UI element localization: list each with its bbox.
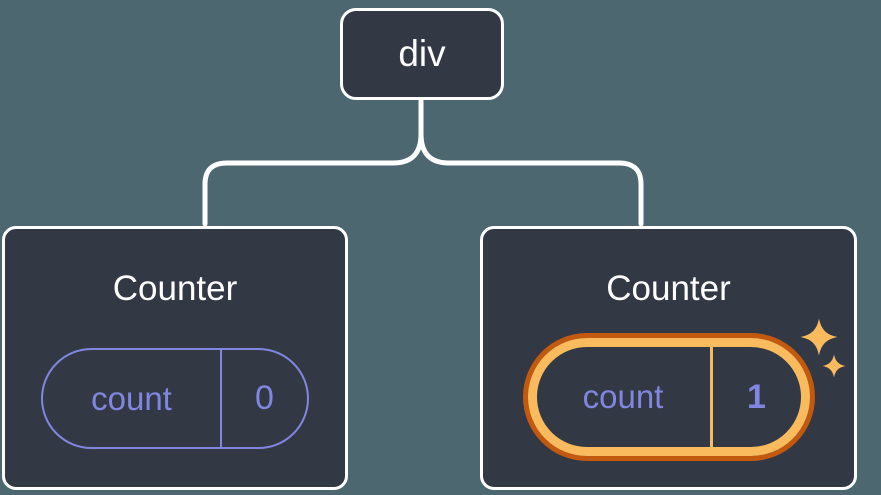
sparkle-large [800,318,838,356]
state-value: 1 [747,377,766,416]
connector-right-branch [418,131,644,227]
state-pill-highlighted: count 1 [527,338,810,456]
counter-card-right: Counter count 1 [480,226,857,490]
component-title: Counter [606,269,731,308]
counter-card-left: Counter count 0 [2,226,348,490]
component-title: Counter [112,269,238,308]
state-key-label: count [43,350,222,447]
sparkles-icon [800,318,846,378]
tree-node-div: div [340,8,504,100]
sparkle-small [822,354,846,378]
state-value: 0 [255,379,274,417]
state-key-label: count [537,347,713,447]
tree-node-div-label: div [398,33,446,74]
connector-left-branch [202,98,424,227]
state-pill: count 0 [41,348,309,449]
